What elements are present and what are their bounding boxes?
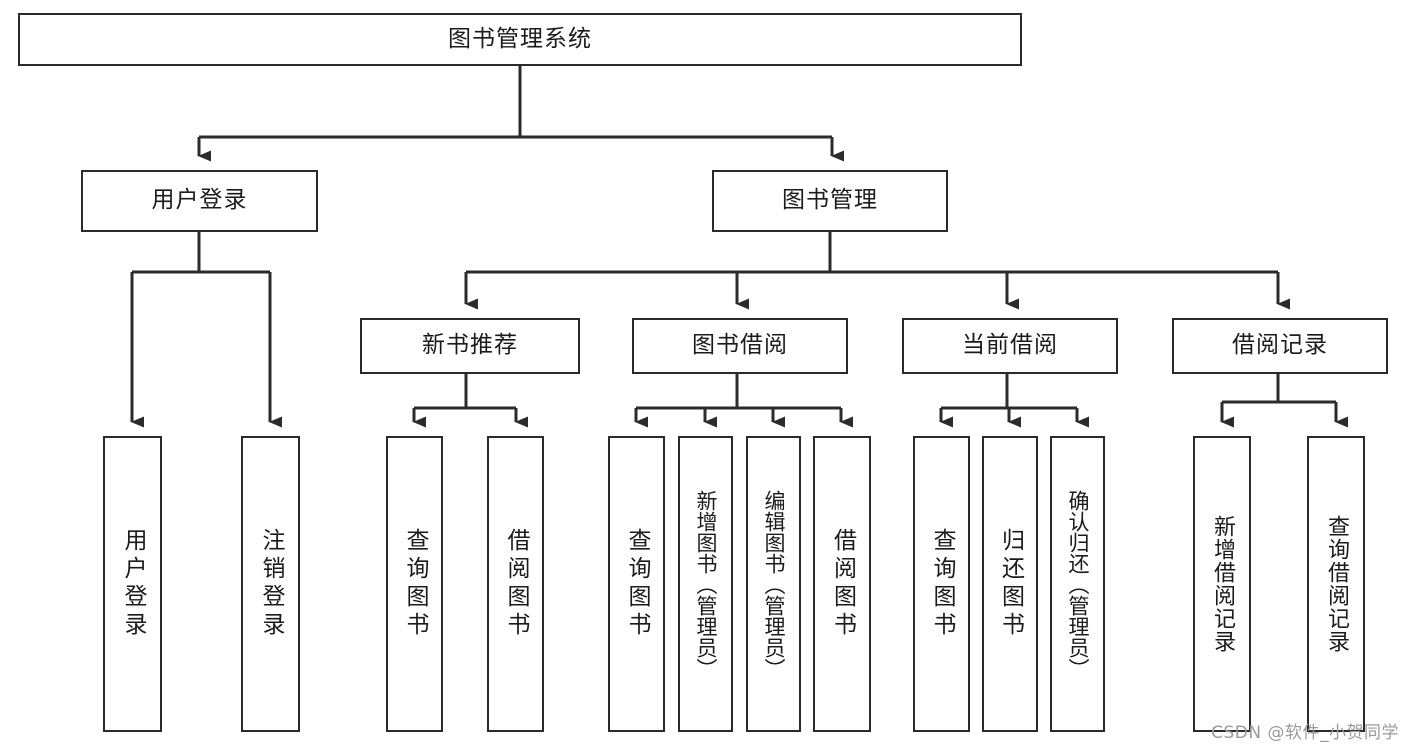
- node-new-book-rec[interactable]: 新书推荐: [360, 318, 580, 374]
- node-leaf-return-book-label: 归还图书: [997, 528, 1024, 640]
- node-leaf-confirm-return-label: 确认归还（管理员）: [1066, 489, 1090, 679]
- node-book-borrow[interactable]: 图书借阅: [632, 318, 848, 374]
- node-new-book-rec-label: 新书推荐: [422, 332, 518, 359]
- node-leaf-borrow-book-2-label: 借阅图书: [829, 528, 856, 640]
- node-current-borrow[interactable]: 当前借阅: [902, 318, 1118, 374]
- node-leaf-query-record-label: 查询借阅记录: [1324, 515, 1349, 653]
- node-leaf-query-book-3-label: 查询图书: [929, 528, 955, 640]
- node-leaf-return-book[interactable]: 归还图书: [982, 436, 1038, 732]
- node-borrow-record-label: 借阅记录: [1232, 332, 1328, 359]
- node-leaf-add-record[interactable]: 新增借阅记录: [1193, 436, 1251, 732]
- node-leaf-confirm-return[interactable]: 确认归还（管理员）: [1050, 436, 1105, 732]
- node-leaf-query-book-1-label: 查询图书: [402, 528, 428, 640]
- node-user-login[interactable]: 用户登录: [81, 170, 318, 232]
- node-borrow-record[interactable]: 借阅记录: [1172, 318, 1388, 374]
- node-leaf-edit-book-label: 编辑图书（管理员）: [762, 489, 786, 679]
- node-leaf-borrow-book-2[interactable]: 借阅图书: [813, 436, 871, 732]
- node-leaf-add-book-label: 新增图书（管理员）: [694, 489, 718, 679]
- node-book-manage[interactable]: 图书管理: [712, 170, 948, 232]
- node-leaf-borrow-book-1[interactable]: 借阅图书: [487, 436, 544, 732]
- node-leaf-user-logout-label: 注销登录: [258, 528, 284, 640]
- node-leaf-user-login[interactable]: 用户登录: [103, 436, 162, 732]
- node-leaf-query-book-3[interactable]: 查询图书: [913, 436, 970, 732]
- node-leaf-query-book-2[interactable]: 查询图书: [608, 436, 665, 732]
- node-user-login-label: 用户登录: [151, 187, 248, 214]
- node-root-label: 图书管理系统: [448, 25, 592, 52]
- node-leaf-query-book-2-label: 查询图书: [624, 528, 650, 640]
- node-leaf-edit-book[interactable]: 编辑图书（管理员）: [746, 436, 801, 732]
- csdn-watermark: CSDN @软件_小贺同学: [1211, 723, 1399, 743]
- node-leaf-user-logout[interactable]: 注销登录: [241, 436, 300, 732]
- node-book-manage-label: 图书管理: [782, 187, 878, 214]
- node-book-borrow-label: 图书借阅: [692, 332, 788, 359]
- node-leaf-query-record[interactable]: 查询借阅记录: [1307, 436, 1365, 732]
- node-leaf-add-record-label: 新增借阅记录: [1210, 515, 1235, 653]
- node-leaf-user-login-label: 用户登录: [120, 528, 146, 640]
- node-leaf-query-book-1[interactable]: 查询图书: [386, 436, 443, 732]
- node-current-borrow-label: 当前借阅: [962, 332, 1058, 359]
- node-root[interactable]: 图书管理系统: [18, 13, 1022, 66]
- node-leaf-add-book[interactable]: 新增图书（管理员）: [678, 436, 733, 732]
- node-leaf-borrow-book-1-label: 借阅图书: [503, 528, 529, 640]
